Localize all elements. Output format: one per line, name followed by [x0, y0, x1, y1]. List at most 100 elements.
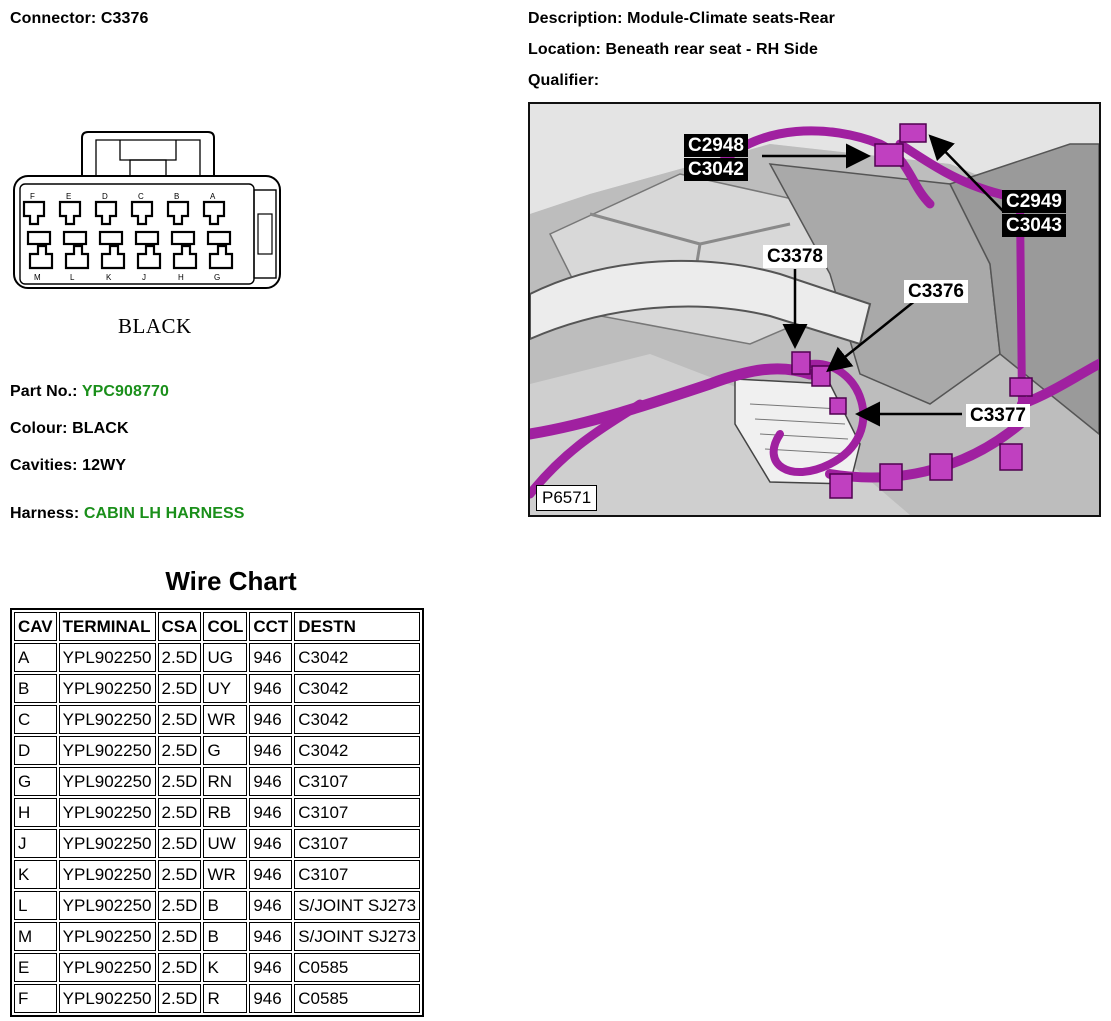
callout-c2949: C2949 — [1002, 190, 1066, 213]
cell-csa: 2.5D — [157, 984, 202, 1013]
pin-letter: A — [210, 192, 216, 201]
cell-cct: 946 — [249, 953, 293, 982]
cell-col: UY — [203, 674, 248, 703]
connector-face-drawing: F E D C B A M L K J H G — [13, 131, 281, 289]
connector-label: Connector: — [10, 10, 97, 27]
cell-terminal: YPL902250 — [58, 984, 156, 1013]
cell-csa: 2.5D — [157, 767, 202, 796]
colour-value: BLACK — [72, 420, 129, 437]
cell-cav: M — [14, 922, 57, 951]
cell-terminal: YPL902250 — [58, 798, 156, 827]
pin-letter: G — [214, 273, 220, 282]
cell-terminal: YPL902250 — [58, 922, 156, 951]
callout-c3042: C3042 — [684, 158, 748, 181]
cell-col: RB — [203, 798, 248, 827]
photo-id-label: P6571 — [536, 485, 598, 511]
cell-csa: 2.5D — [157, 705, 202, 734]
cavities-label: Cavities: — [10, 457, 78, 474]
cell-cct: 946 — [249, 767, 293, 796]
cell-cct: 946 — [249, 674, 293, 703]
pin-letter: C — [138, 192, 144, 201]
cell-destn: C3107 — [294, 798, 421, 827]
cell-destn: C0585 — [294, 953, 421, 982]
pin-letter: H — [178, 273, 184, 282]
cell-destn: C3107 — [294, 829, 421, 858]
cell-destn: C3107 — [294, 860, 421, 889]
cell-destn: C3107 — [294, 767, 421, 796]
pin-letter: B — [174, 192, 179, 201]
cell-col: UG — [203, 643, 248, 672]
cell-destn: C3042 — [294, 643, 421, 672]
cell-col: B — [203, 922, 248, 951]
cell-destn: C3042 — [294, 736, 421, 765]
harness-label: Harness: — [10, 505, 80, 522]
column-header-terminal: TERMINAL — [58, 612, 156, 641]
cell-cav: F — [14, 984, 57, 1013]
cell-terminal: YPL902250 — [58, 860, 156, 889]
pin-letter: E — [66, 192, 71, 201]
column-header-destn: DESTN — [294, 612, 421, 641]
cell-cct: 946 — [249, 736, 293, 765]
cell-cct: 946 — [249, 705, 293, 734]
cell-cav: A — [14, 643, 57, 672]
cell-csa: 2.5D — [157, 891, 202, 920]
cell-terminal: YPL902250 — [58, 674, 156, 703]
cell-col: WR — [203, 860, 248, 889]
callout-c3377: C3377 — [966, 404, 1030, 427]
cell-cav: J — [14, 829, 57, 858]
cell-col: R — [203, 984, 248, 1013]
column-header-csa: CSA — [157, 612, 202, 641]
pin-letter: D — [102, 192, 108, 201]
location-value: Beneath rear seat - RH Side — [605, 41, 819, 58]
description-label: Description: — [528, 10, 623, 27]
wire-chart-title: Wire Chart — [165, 566, 297, 596]
cell-terminal: YPL902250 — [58, 953, 156, 982]
cell-cav: D — [14, 736, 57, 765]
cell-cct: 946 — [249, 860, 293, 889]
pin-letter: K — [106, 273, 112, 282]
part-no-label: Part No.: — [10, 383, 78, 400]
cell-csa: 2.5D — [157, 798, 202, 827]
cell-csa: 2.5D — [157, 953, 202, 982]
pin-letter: M — [34, 273, 41, 282]
part-no-link[interactable]: YPC908770 — [81, 383, 170, 400]
cell-destn: C3042 — [294, 705, 421, 734]
callout-c2948: C2948 — [684, 134, 748, 157]
cell-col: K — [203, 953, 248, 982]
location-label: Location: — [528, 41, 601, 58]
connector-colour-caption: BLACK — [118, 314, 192, 338]
cell-col: B — [203, 891, 248, 920]
cell-destn: S/JOINT SJ273 — [294, 891, 421, 920]
cell-csa: 2.5D — [157, 860, 202, 889]
cell-csa: 2.5D — [157, 829, 202, 858]
cell-cct: 946 — [249, 798, 293, 827]
cavities-value: 12WY — [82, 457, 127, 474]
cell-csa: 2.5D — [157, 674, 202, 703]
cell-terminal: YPL902250 — [58, 829, 156, 858]
cell-cav: L — [14, 891, 57, 920]
cell-csa: 2.5D — [157, 736, 202, 765]
harness-link[interactable]: CABIN LH HARNESS — [83, 505, 245, 522]
qualifier-label: Qualifier: — [528, 72, 600, 89]
cell-csa: 2.5D — [157, 922, 202, 951]
column-header-col: COL — [203, 612, 248, 641]
cell-cct: 946 — [249, 922, 293, 951]
cell-cav: K — [14, 860, 57, 889]
callout-c3376: C3376 — [904, 280, 968, 303]
qualifier-field: Qualifier: — [528, 72, 599, 90]
cell-destn: S/JOINT SJ273 — [294, 922, 421, 951]
cell-cct: 946 — [249, 829, 293, 858]
cavities-field: Cavities: 12WY — [10, 457, 126, 475]
pin-letter: J — [142, 273, 146, 282]
cell-col: G — [203, 736, 248, 765]
